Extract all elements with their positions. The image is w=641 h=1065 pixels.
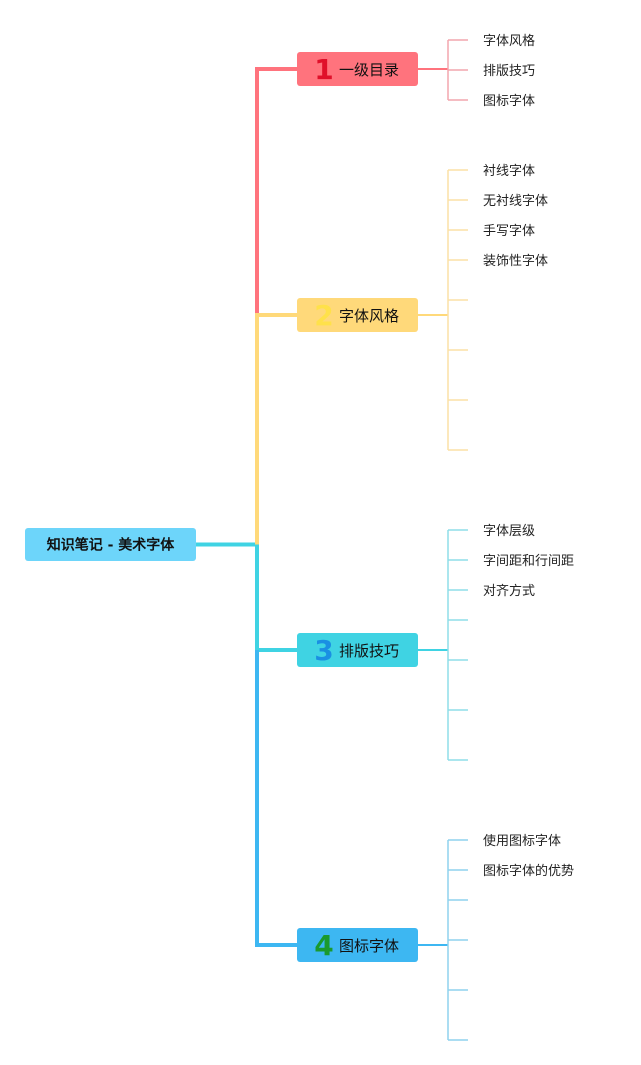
branch-label-1: 一级目录: [339, 61, 399, 79]
branch-4-leaf-label: 图标字体的优势: [483, 863, 574, 879]
root-node: [25, 528, 196, 561]
branch-line-2: [255, 313, 297, 545]
branch-2-leaf-label: 手写字体: [483, 224, 535, 239]
branch-1-leaf-label: 排版技巧: [483, 64, 535, 79]
root-label: 知识笔记 - 美术字体: [47, 537, 176, 554]
branch-line-3: [255, 544, 297, 652]
branch-1-leaf-label: 字体风格: [483, 33, 535, 49]
branch-number-2: 2: [314, 299, 333, 332]
branch-number-3: 3: [314, 634, 333, 667]
branch-node-4: [297, 928, 418, 962]
branch-label-4: 图标字体: [339, 937, 399, 955]
branch-label-2: 字体风格: [339, 307, 399, 325]
branch-4-leaf-label: 使用图标字体: [483, 833, 561, 849]
branch-node-3: [297, 633, 418, 667]
branch-3-leaf-label: 对齐方式: [483, 583, 535, 599]
branch-3-leaf-label: 字体层级: [483, 524, 535, 539]
branch-node-1: [297, 52, 418, 86]
branch-2-leaf-label: 衬线字体: [483, 164, 535, 179]
branch-line-4: [255, 650, 297, 947]
branch-3-leaf-label: 字间距和行间距: [483, 554, 574, 569]
branch-2-leaf-label: 无衬线字体: [483, 194, 548, 209]
branch-node-2: [297, 298, 418, 332]
branch-number-4: 4: [314, 929, 333, 962]
branch-label-3: 排版技巧: [339, 642, 399, 660]
branch-number-1: 1: [314, 53, 333, 86]
branch-1-leaf-label: 图标字体: [483, 94, 535, 109]
branch-line-1: [255, 67, 297, 315]
branch-2-leaf-label: 装饰性字体: [483, 254, 548, 269]
